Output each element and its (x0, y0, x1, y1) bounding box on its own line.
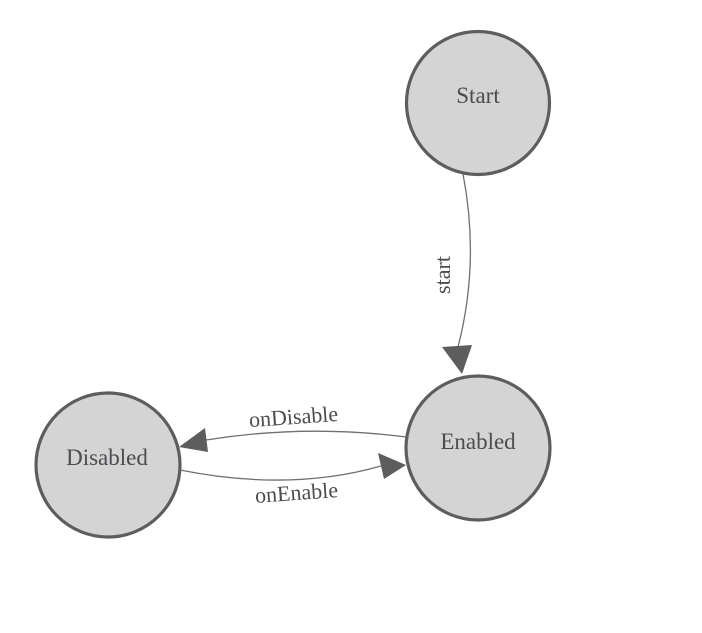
node-label-disabled: Disabled (66, 445, 148, 470)
arrowhead-enabled-to-disabled (179, 428, 208, 452)
edge-disabled-to-enabled: onEnable (179, 453, 406, 508)
arrowhead-disabled-to-enabled (378, 453, 406, 479)
edge-enabled-to-disabled: onDisable (179, 401, 407, 452)
edge-label-start: start (430, 256, 455, 294)
arrowhead-start-to-enabled (442, 345, 472, 374)
node-enabled[interactable]: Enabled (404, 374, 552, 522)
edge-label-ondisable: onDisable (248, 401, 339, 432)
edge-line-start-to-enabled (457, 173, 472, 348)
node-circle-enabled[interactable] (404, 374, 552, 522)
edge-line-enabled-to-disabled (205, 430, 407, 441)
edge-start-to-enabled: start (430, 173, 472, 374)
node-start[interactable]: Start (404, 29, 552, 177)
node-disabled[interactable]: Disabled (34, 391, 182, 539)
node-label-start: Start (456, 83, 500, 108)
edge-line-disabled-to-enabled (179, 465, 382, 481)
node-circle-disabled[interactable] (34, 391, 182, 539)
node-circle-start[interactable] (404, 29, 552, 177)
node-label-enabled: Enabled (440, 429, 516, 454)
edge-label-onenable: onEnable (254, 477, 339, 508)
